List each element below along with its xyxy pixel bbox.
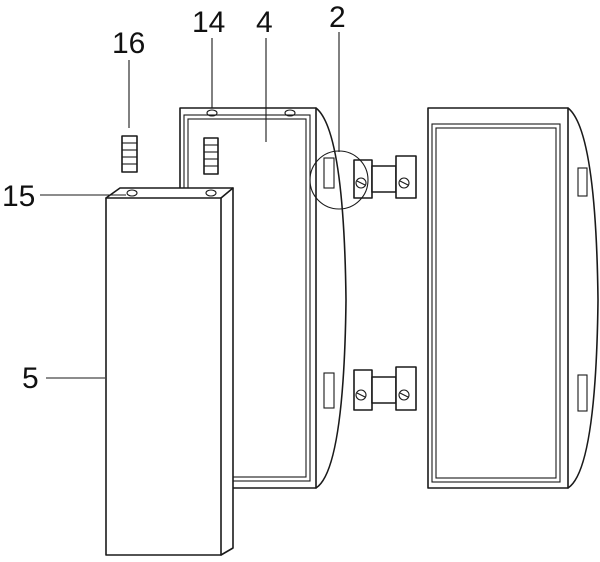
front-block-part-5: [105, 187, 234, 556]
label-2: 2: [329, 1, 346, 34]
label-14: 14: [192, 6, 225, 39]
right-panel: [427, 107, 599, 489]
label-15: 15: [2, 180, 35, 213]
spring-part-16: [121, 135, 138, 173]
leader-lines: [40, 32, 340, 379]
spring-in-frame: [203, 137, 219, 175]
connector-bottom: [353, 366, 417, 411]
connector-top: [353, 155, 417, 199]
label-4: 4: [256, 6, 273, 39]
label-5: 5: [22, 362, 39, 395]
label-16: 16: [112, 27, 145, 60]
